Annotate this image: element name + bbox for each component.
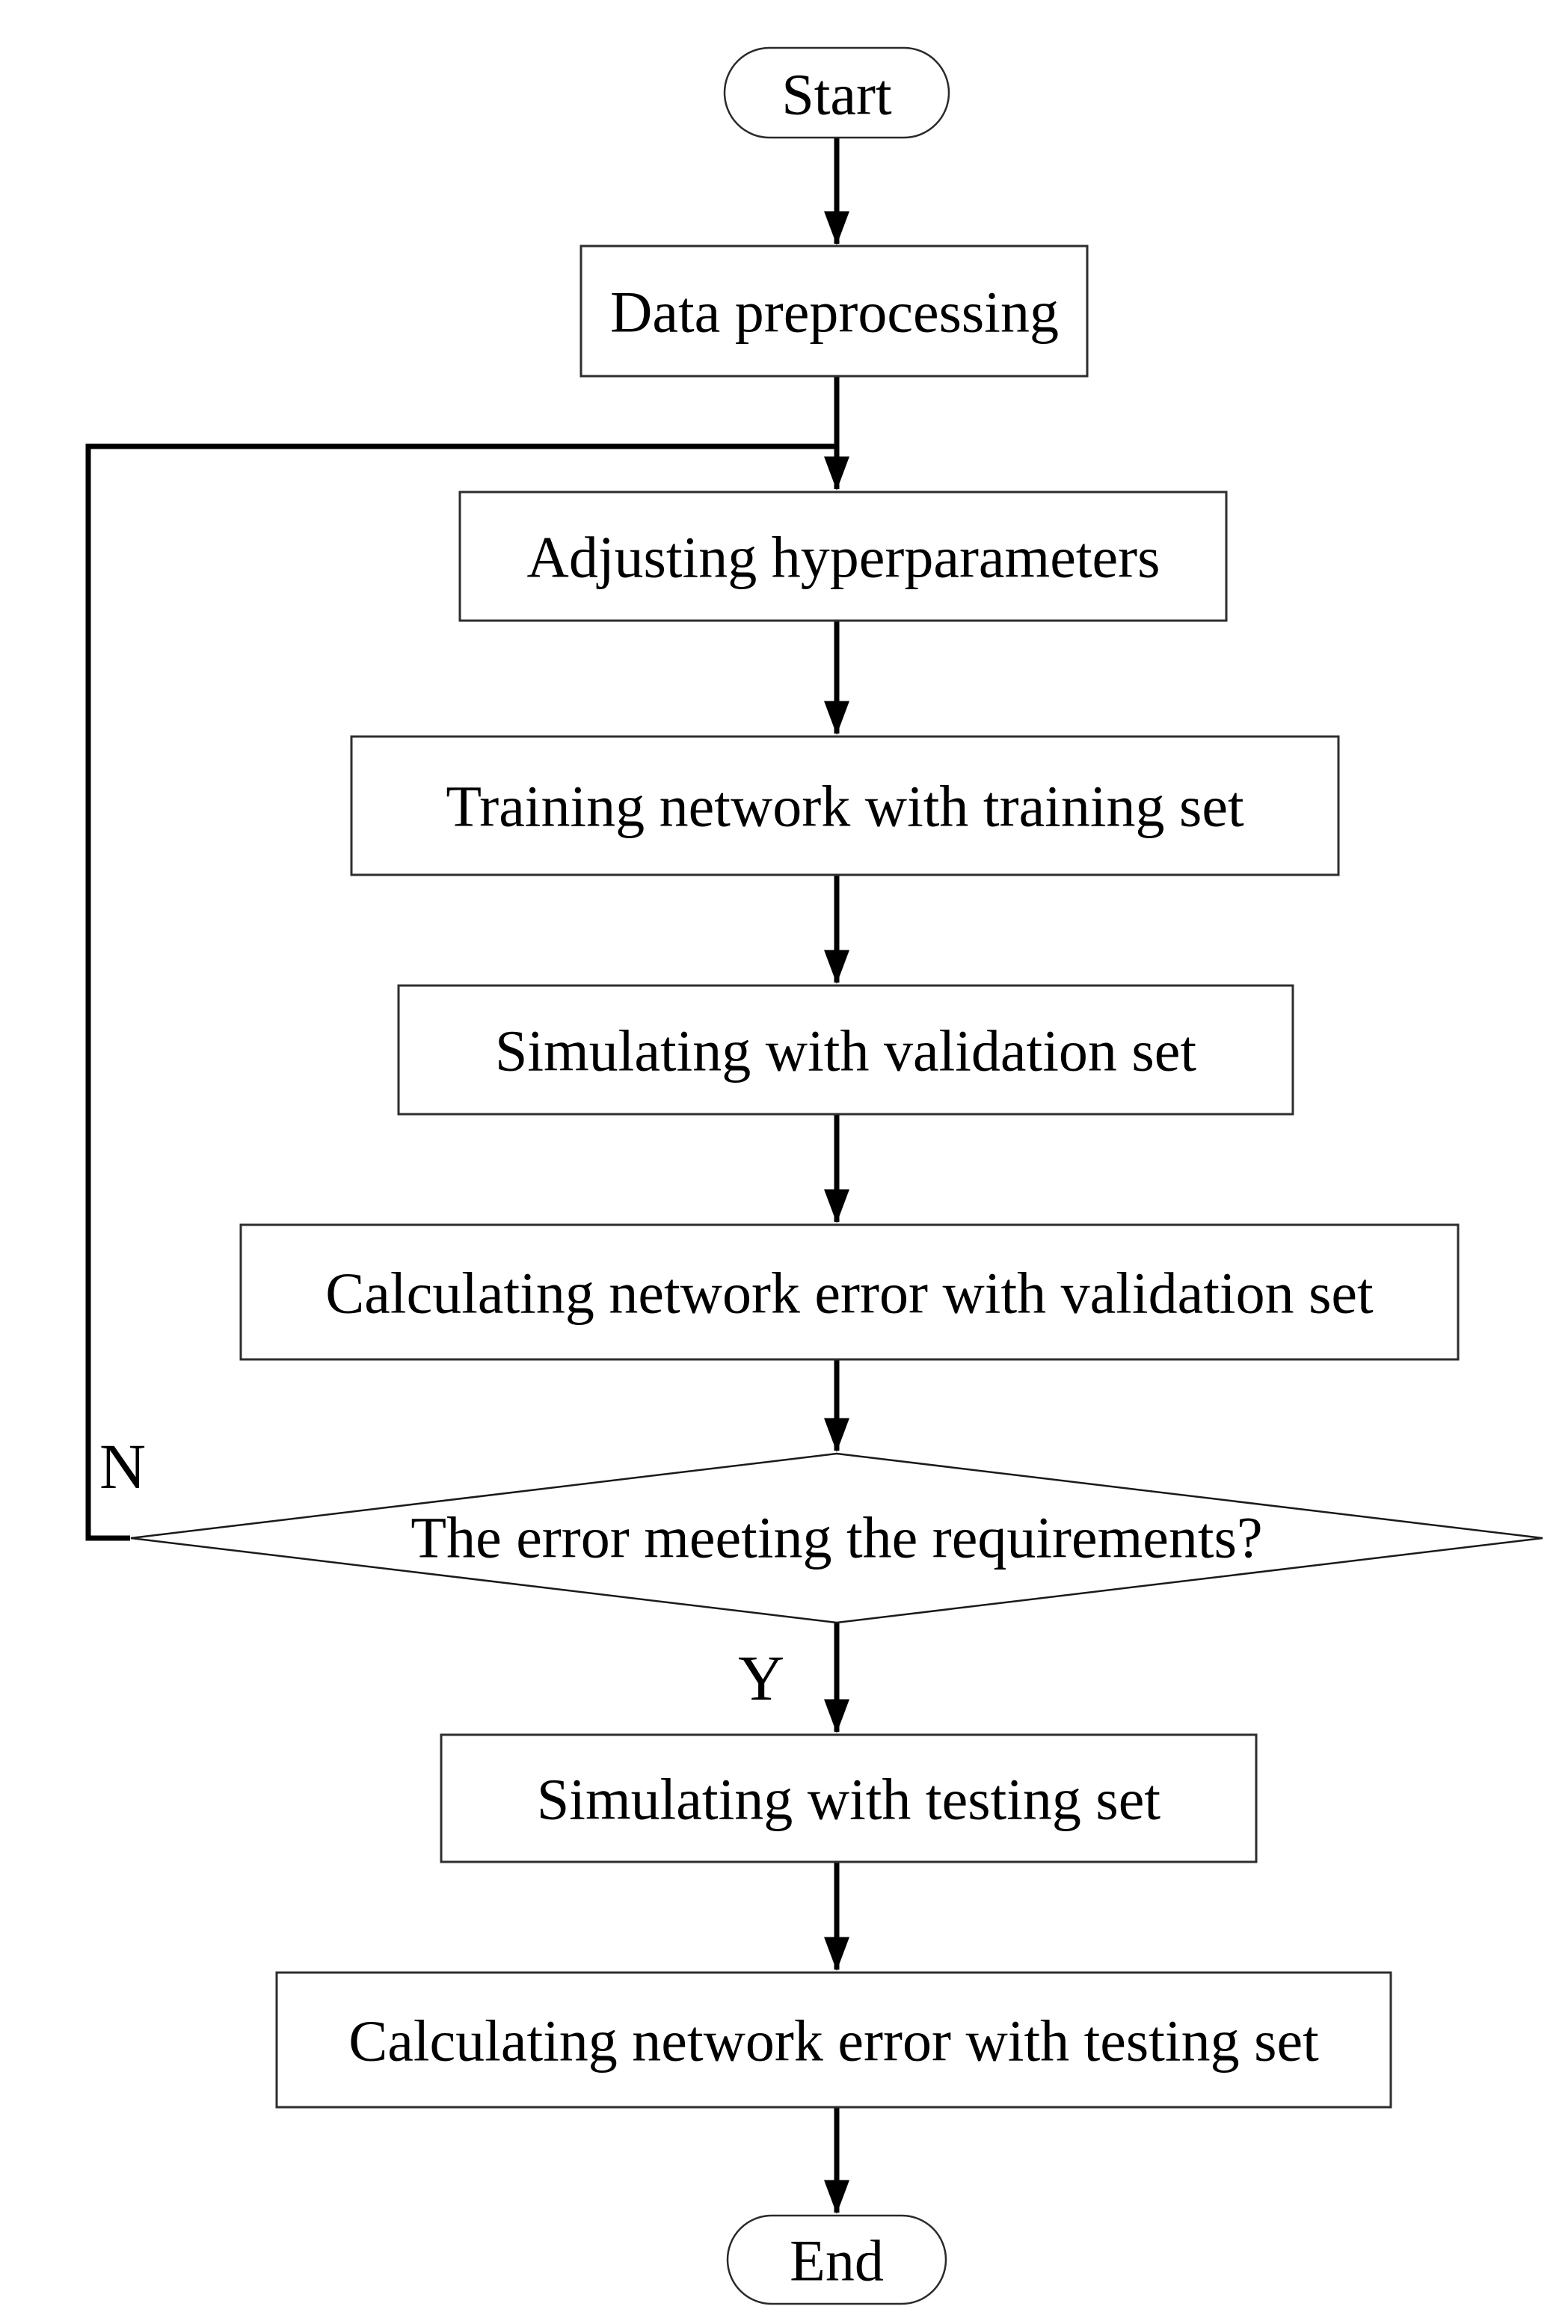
end-label: End [790, 2228, 884, 2293]
calculating-testing-error-box [275, 1971, 1392, 2109]
node-adjusting-hyperparameters: Adjusting hyperparameters [458, 491, 1228, 622]
adjusting-hyperparameters-label: Adjusting hyperparameters [527, 525, 1160, 590]
node-end: End [726, 2214, 947, 2305]
simulating-testing-label: Simulating with testing set [537, 1767, 1160, 1832]
simulating-validation-label: Simulating with validation set [495, 1018, 1196, 1083]
start-terminator-shape [723, 46, 950, 139]
data-preprocessing-label: Data preprocessing [610, 280, 1059, 345]
calculating-validation-error-label: Calculating network error with validatio… [325, 1261, 1374, 1326]
calculating-validation-error-box [239, 1223, 1460, 1361]
error-decision-label: The error meeting the requirements? [411, 1505, 1262, 1570]
simulating-validation-box [397, 984, 1294, 1116]
node-start: Start [723, 46, 950, 139]
error-decision-diamond [130, 1452, 1543, 1624]
end-terminator-shape [726, 2214, 947, 2305]
node-data-preprocessing: Data preprocessing [579, 245, 1089, 378]
branch-label-no: N [99, 1430, 146, 1502]
node-simulating-testing: Simulating with testing set [440, 1733, 1258, 1863]
start-label: Start [781, 62, 892, 127]
training-network-label: Training network with training set [446, 774, 1244, 839]
adjusting-hyperparameters-box [458, 491, 1228, 622]
feedback-loop-line-no-branch [85, 443, 837, 1541]
simulating-testing-box [440, 1733, 1258, 1863]
node-calculating-testing-error: Calculating network error with testing s… [275, 1971, 1392, 2109]
node-error-decision: The error meeting the requirements? [130, 1452, 1543, 1624]
node-simulating-validation: Simulating with validation set [397, 984, 1294, 1116]
flow-arrows [85, 138, 849, 2214]
node-training-network: Training network with training set [350, 735, 1340, 876]
branch-label-yes: Y [738, 1642, 784, 1714]
data-preprocessing-box [579, 245, 1089, 378]
training-network-box [350, 735, 1340, 876]
node-calculating-validation-error: Calculating network error with validatio… [239, 1223, 1460, 1361]
calculating-testing-error-label: Calculating network error with testing s… [348, 2008, 1319, 2074]
